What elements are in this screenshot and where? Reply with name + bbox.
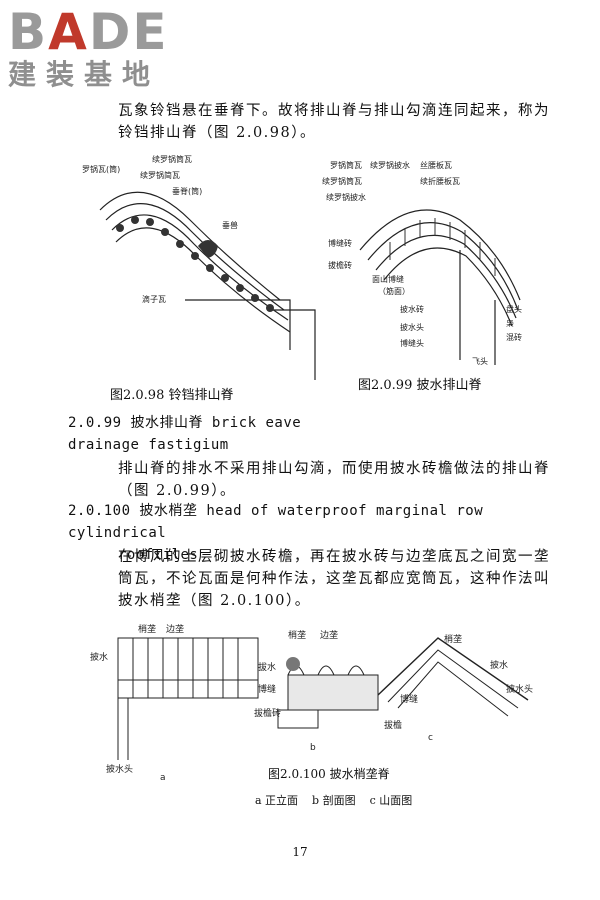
brand-logo-chinese: 建装基地 xyxy=(8,58,161,91)
fig99-label-12: 披水头 xyxy=(400,322,424,332)
fig98-label-2: 续罗锅筒瓦 xyxy=(152,154,192,164)
fig100a-label-1: 梢垄 xyxy=(138,623,156,635)
fig99-label-13: 博缝头 xyxy=(400,338,424,348)
fig100c-label-5: 披水头 xyxy=(506,683,533,695)
fig99-label-6: 续罗锅披水 xyxy=(326,192,366,202)
fig99-label-2: 续罗锅披水 xyxy=(370,160,410,170)
fig99-label-14: 盘头 xyxy=(506,304,522,314)
brand-logo-text: BADE xyxy=(8,3,169,61)
section-2-0-100-text: 在博风的上层砌披水砖檐，再在披水砖与边垄底瓦之间宽一垄筒瓦，不论瓦面是何种作法，… xyxy=(118,549,550,609)
fig100c-label-4: 拔檐 xyxy=(384,719,402,731)
figure-2-0-100-panel-a: 梢垄 边垄 披水 披水头 a xyxy=(90,623,259,783)
brand-logo: BADE 建装基地 xyxy=(8,6,178,92)
figure-2-0-100-panel-c: 梢垄 披水 博缝 拔檐 披水头 c xyxy=(377,633,533,743)
section-2-0-100-heading: 2.0.100 披水梢垄 head of waterproof marginal… xyxy=(68,503,484,563)
fig100b-label-5: 拔檐砖 xyxy=(254,707,281,719)
intro-paragraph: 瓦象铃铛悬在垂脊下。故将排山脊与排山勾滴连同起来，称为铃铛排山脊（图 2.0.9… xyxy=(118,103,550,141)
fig98-label-4: 垂脊(筒) xyxy=(172,186,202,196)
fig100c-label-2: 披水 xyxy=(490,659,508,671)
fig99-label-3: 丝腰板瓦 xyxy=(420,160,452,170)
fig99-label-16: 混砖 xyxy=(506,332,522,342)
fig99-label-9: 面山博缝 xyxy=(372,274,404,284)
fig98-label-5: 垂兽 xyxy=(222,220,238,230)
fig100a-letter: a xyxy=(160,773,166,783)
fig99-label-11: 披水砖 xyxy=(400,304,424,314)
fig98-label-3: 续罗锅简瓦 xyxy=(140,170,180,180)
figure-2-0-98-caption: 图2.0.98 铃铛排山脊 xyxy=(110,388,234,403)
fig99-label-17: 飞头 xyxy=(472,356,488,366)
figure-2-0-100-panel-b: 梢垄 边垄 拔水 博缝 拔檐砖 b xyxy=(254,629,379,753)
figure-2-0-100-caption: 图2.0.100 披水梢垄脊 xyxy=(268,767,390,781)
fig98-label-1: 罗锅瓦(筒) xyxy=(82,164,120,174)
fig99-label-4: 续罗锅筒瓦 xyxy=(322,176,362,186)
fig100b-label-3: 拔水 xyxy=(258,661,276,673)
figure-2-0-99-caption: 图2.0.99 披水排山脊 xyxy=(358,378,482,393)
fig99-label-5: 续折腰板瓦 xyxy=(420,176,460,186)
fig100b-label-2: 边垄 xyxy=(320,629,338,641)
figure-2-0-100: 梢垄 边垄 披水 披水头 a 梢垄 边垄 拔水 博缝 拔檐砖 b 梢垄 披水 博… xyxy=(90,623,533,783)
fig100b-label-4: 博缝 xyxy=(258,683,276,695)
fig99-label-7: 博缝砖 xyxy=(328,238,352,248)
fig99-label-10: （筋面） xyxy=(378,286,410,296)
fig99-label-8: 拔檐砖 xyxy=(328,260,352,270)
section-2-0-99-text: 排山脊的排水不采用排山勾滴，而使用披水砖檐做法的排山脊（图 2.0.99）。 xyxy=(118,461,550,499)
section-2-0-99-heading: 2.0.99 披水排山脊 brick eave drainage fastigi… xyxy=(68,415,302,453)
fig100c-label-3: 博缝 xyxy=(400,693,418,705)
fig100c-letter: c xyxy=(428,733,433,743)
fig99-label-15: 枭 xyxy=(506,318,514,328)
fig100a-label-2: 边垄 xyxy=(166,623,184,635)
fig98-label-6: 滴子瓦 xyxy=(142,294,166,304)
fig99-label-1: 罗锅筒瓦 xyxy=(330,160,362,170)
figure-2-0-100-subcaption: a 正立面 b 剖面图 c 山面图 xyxy=(255,794,413,807)
fig100a-label-3: 披水 xyxy=(90,651,108,663)
fig100b-letter: b xyxy=(310,743,316,753)
page-number: 17 xyxy=(292,845,308,859)
figure-2-0-98: 罗锅瓦(筒) 续罗锅筒瓦 续罗锅简瓦 垂脊(筒) 垂兽 滴子瓦 xyxy=(82,154,316,380)
figure-2-0-99: 罗锅筒瓦 续罗锅披水 丝腰板瓦 续罗锅筒瓦 续折腰板瓦 续罗锅披水 博缝砖 拔檐… xyxy=(322,160,522,366)
fig100c-label-1: 梢垄 xyxy=(444,633,462,645)
fig100b-label-1: 梢垄 xyxy=(288,629,306,641)
fig100a-label-4: 披水头 xyxy=(106,763,133,775)
